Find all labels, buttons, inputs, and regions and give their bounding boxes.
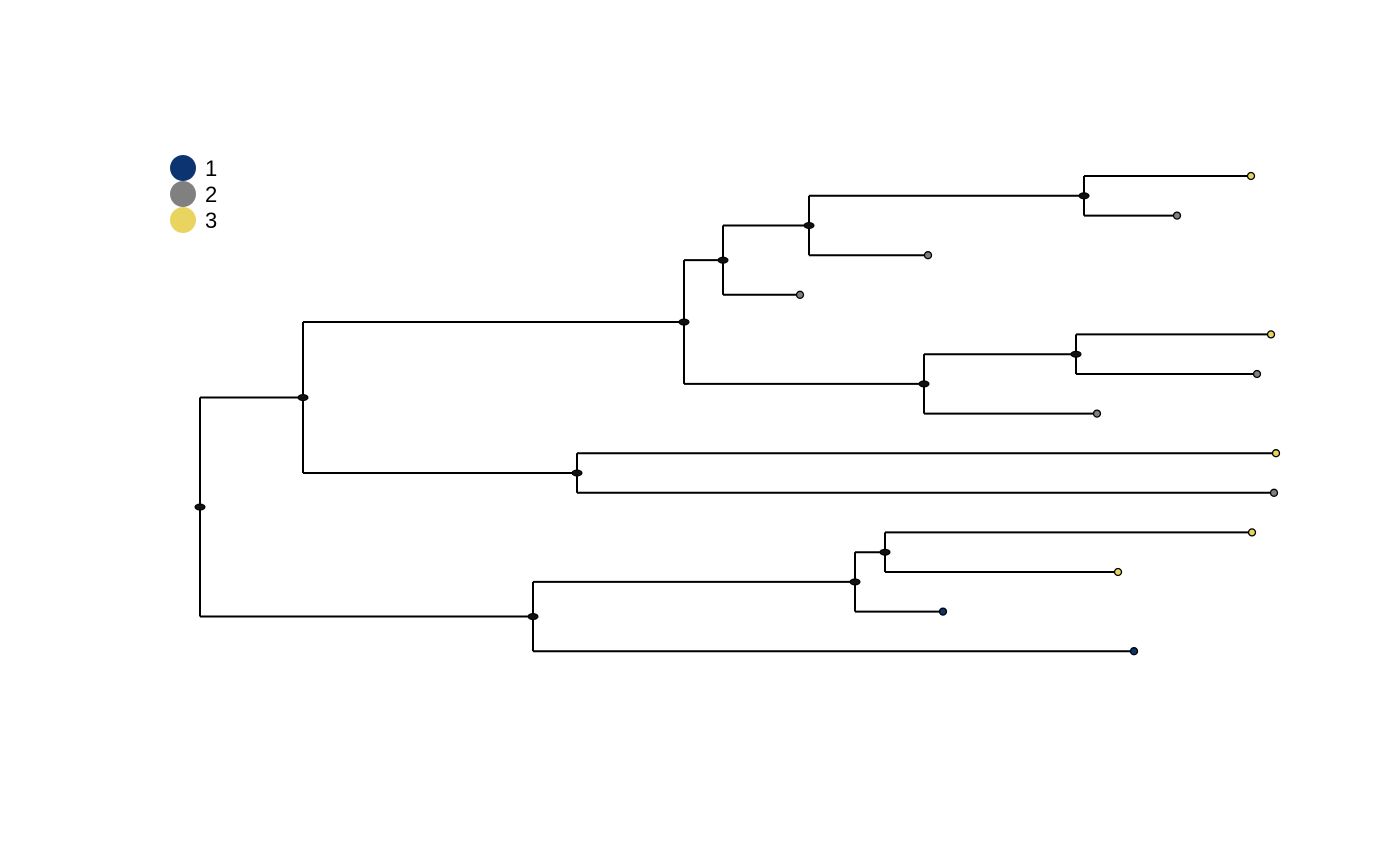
legend-label-1: 1 xyxy=(205,156,217,181)
tip-node-state-3 xyxy=(1266,330,1276,339)
legend: 1 2 3 xyxy=(170,155,217,233)
tip-node-state-2 xyxy=(1092,409,1102,418)
tip-node-state-3 xyxy=(1271,449,1281,458)
tip-node-state-3 xyxy=(1247,528,1257,537)
tip-node-state-2 xyxy=(1252,369,1262,379)
internal-node xyxy=(803,222,815,229)
internal-node xyxy=(1070,350,1082,358)
tree-nodes xyxy=(194,171,1281,656)
legend-swatch-2 xyxy=(170,181,196,207)
internal-node xyxy=(1078,192,1090,200)
legend-swatch-3 xyxy=(170,207,196,233)
legend-label-3: 3 xyxy=(205,208,217,233)
legend-swatch-1 xyxy=(170,155,196,181)
tip-node-state-2 xyxy=(1269,488,1279,497)
internal-node xyxy=(918,380,930,388)
tree-branches xyxy=(199,175,1276,653)
internal-node xyxy=(678,318,690,326)
internal-node xyxy=(527,613,539,621)
legend-label-2: 2 xyxy=(205,182,217,207)
tip-node-state-2 xyxy=(1172,211,1182,220)
internal-node xyxy=(879,548,891,556)
tip-node-state-2 xyxy=(923,251,933,260)
tip-node-state-1 xyxy=(1129,647,1139,656)
internal-node xyxy=(571,469,583,477)
internal-node xyxy=(194,503,206,511)
tip-node-state-2 xyxy=(795,290,805,299)
internal-node xyxy=(297,394,309,402)
tip-node-state-3 xyxy=(1246,171,1256,181)
internal-node xyxy=(849,578,861,586)
tip-node-state-3 xyxy=(1113,567,1123,577)
internal-node xyxy=(717,256,729,264)
tip-node-state-1 xyxy=(938,607,948,616)
